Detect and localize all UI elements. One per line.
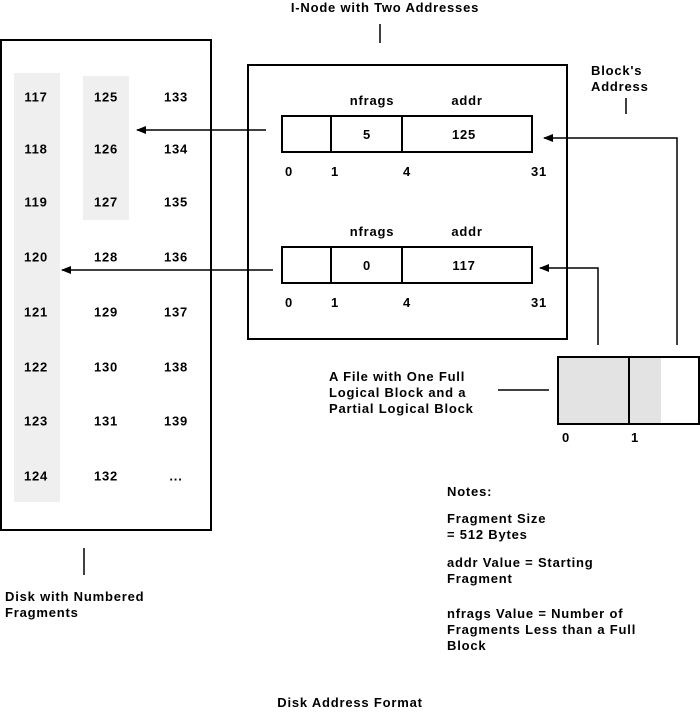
arrow-block-0-to-entry-2: [539, 264, 599, 345]
figure-caption: Disk Address Format: [277, 695, 423, 710]
disk-fragment: 129: [93, 304, 119, 320]
entry-2-addr-label: addr: [451, 224, 483, 239]
entry-1-nfrags-value: 5: [362, 127, 372, 142]
disk-fragment: 117: [24, 89, 48, 105]
disk-label-line: Fragments: [5, 605, 79, 620]
entry-1-addr-value: 125: [451, 127, 477, 142]
block-address-label-line: Address: [591, 79, 649, 94]
disk-fragment: 136: [163, 249, 189, 265]
file-label-line: Partial Logical Block: [329, 401, 474, 416]
note-line: Fragments Less than a Full: [447, 622, 637, 637]
entry-1-bit-label: 0: [284, 164, 294, 179]
note-line: addr Value = Starting: [447, 555, 594, 570]
disk-fragment: 132: [93, 468, 119, 484]
disk-fragment: 119: [24, 194, 48, 210]
entry-2-nfrags-value: 0: [362, 258, 372, 273]
disk-fragment: 131: [93, 413, 119, 429]
disk-fragment: 133: [163, 89, 189, 105]
entry-1-bit-label: 4: [402, 164, 412, 179]
entry-2-nfrags-label: nfrags: [349, 224, 395, 239]
inode-box: [247, 64, 568, 340]
disk-fragment: ...: [169, 468, 183, 484]
disk-fragment: 125: [93, 89, 119, 105]
disk-fragment: 134: [163, 141, 189, 157]
file-block-number: 0: [561, 430, 571, 445]
disk-fragment: 123: [23, 413, 49, 429]
file-block-1-shade: [630, 358, 661, 424]
entry-2-bit-label: 0: [284, 295, 294, 310]
disk-fragment: 128: [93, 249, 119, 265]
entry-2-bit-label: 31: [530, 295, 548, 310]
note-line: = 512 Bytes: [447, 527, 528, 542]
file-block-0-shade: [559, 358, 629, 424]
note-line: Fragment: [447, 571, 513, 586]
entry-1-bit-label: 31: [530, 164, 548, 179]
disk-fragment: 139: [163, 413, 189, 429]
file-label-line: A File with One Full: [329, 369, 466, 384]
note-line: Block: [447, 638, 487, 653]
disk-shade-column-2: [83, 76, 129, 220]
entry-2-bit-label: 4: [402, 295, 412, 310]
entry-1-nfrags-label: nfrags: [349, 93, 395, 108]
disk-fragment: 137: [163, 304, 189, 320]
disk-fragment: 124: [23, 468, 49, 484]
block-address-label-line: Block's: [591, 63, 643, 78]
disk-fragment: 138: [163, 359, 189, 375]
arrow-block-1-to-entry-1: [543, 134, 678, 345]
entry-1-box: [281, 115, 533, 153]
disk-fragment: 118: [24, 141, 48, 157]
notes-heading: Notes:: [447, 484, 493, 499]
entry-1-addr-label: addr: [451, 93, 483, 108]
disk-fragment: 126: [93, 141, 119, 157]
note-line: nfrags Value = Number of: [447, 606, 624, 621]
note-line: Fragment Size: [447, 511, 547, 526]
disk-box: [0, 39, 212, 531]
inode-title: I-Node with Two Addresses: [290, 0, 480, 15]
disk-fragment: 120: [23, 249, 49, 265]
entry-2-addr-value: 117: [452, 258, 476, 273]
disk-fragment: 121: [23, 304, 49, 320]
disk-fragment: 122: [23, 359, 49, 375]
entry-2-bit-label: 1: [330, 295, 340, 310]
file-block-number: 1: [630, 430, 640, 445]
disk-fragment: 127: [93, 194, 119, 210]
disk-fragment: 135: [163, 194, 189, 210]
disk-shade-column-1: [14, 73, 60, 502]
disk-fragment: 130: [93, 359, 119, 375]
disk-label-line: Disk with Numbered: [5, 589, 145, 604]
entry-1-bit-label: 1: [330, 164, 340, 179]
file-label-line: Logical Block and a: [329, 385, 467, 400]
entry-2-box: [281, 246, 533, 284]
